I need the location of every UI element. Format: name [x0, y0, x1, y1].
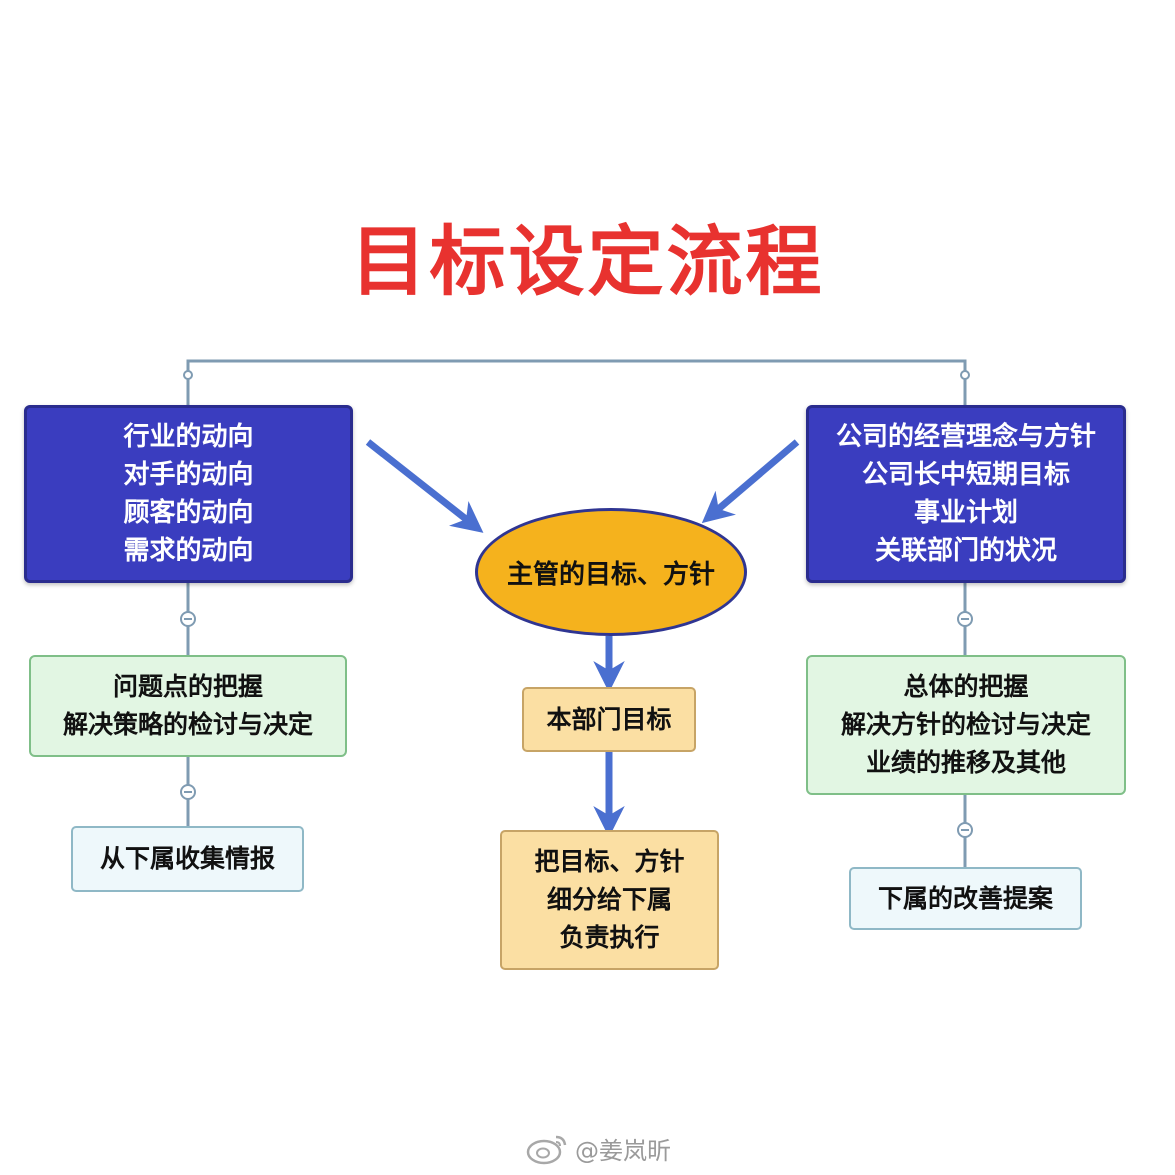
right-proposal-line: 下属的改善提案 [877, 883, 1053, 913]
watermark-text: @姜岚昕 [575, 1136, 671, 1165]
right-source-line: 关联部门的状况 [874, 536, 1057, 566]
manager-goal-ellipse[interactable]: 主管的目标、方针 [475, 508, 747, 636]
left-analysis-line: 解决策略的检讨与决定 [62, 710, 313, 739]
manager-goal-label: 主管的目标、方针 [506, 559, 715, 590]
left-source-line: 对手的动向 [123, 460, 254, 490]
execute-box[interactable]: 把目标、方针 细分给下属 负责执行 [500, 830, 719, 970]
left-collect-line: 从下属收集情报 [99, 844, 275, 873]
execute-line: 细分给下属 [546, 885, 672, 914]
right-analysis-line: 总体的把握 [903, 672, 1029, 701]
left-source-line: 需求的动向 [123, 536, 254, 566]
dept-goal-line: 本部门目标 [546, 704, 672, 734]
right-analysis-line: 业绩的推移及其他 [865, 748, 1066, 777]
right-source-line: 公司的经营理念与方针 [835, 422, 1096, 452]
execute-line: 负责执行 [559, 923, 660, 952]
dept-goal-box[interactable]: 本部门目标 [522, 687, 696, 752]
collapse-handle-right-top[interactable] [960, 370, 970, 380]
left-source-box[interactable]: 行业的动向 对手的动向 顾客的动向 需求的动向 [24, 405, 353, 583]
watermark: @姜岚昕 [525, 1128, 671, 1168]
execute-line: 把目标、方针 [534, 847, 685, 876]
top-bracket-line [186, 359, 967, 405]
page-title: 目标设定流程 [350, 217, 825, 306]
weibo-icon [526, 1135, 567, 1165]
right-source-line: 事业计划 [913, 498, 1018, 528]
right-source-box[interactable]: 公司的经营理念与方针 公司长中短期目标 事业计划 关联部门的状况 [806, 405, 1126, 583]
collapse-handle-left-top[interactable] [183, 370, 193, 380]
left-collect-box[interactable]: 从下属收集情报 [71, 826, 304, 892]
right-source-line: 公司长中短期目标 [861, 460, 1070, 490]
arrow-right-to-ellipse [701, 439, 800, 524]
right-analysis-box[interactable]: 总体的把握 解决方针的检讨与决定 业绩的推移及其他 [806, 655, 1126, 795]
right-proposal-box[interactable]: 下属的改善提案 [849, 867, 1082, 930]
left-analysis-box[interactable]: 问题点的把握 解决策略的检讨与决定 [29, 655, 347, 757]
left-analysis-line: 问题点的把握 [112, 672, 263, 701]
left-source-line: 行业的动向 [123, 422, 254, 452]
left-source-line: 顾客的动向 [123, 498, 254, 528]
right-analysis-line: 解决方针的检讨与决定 [840, 710, 1091, 739]
arrow-left-to-ellipse [365, 439, 484, 533]
